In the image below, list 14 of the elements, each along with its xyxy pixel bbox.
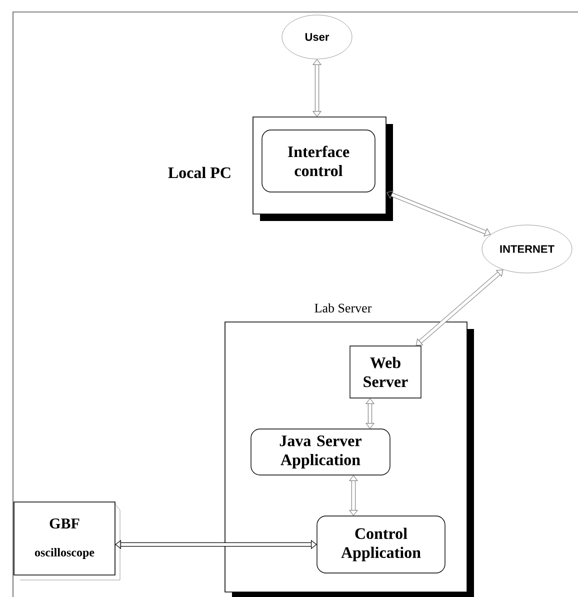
double-arrow <box>115 540 317 550</box>
device-box: GBF oscilloscope <box>14 502 120 580</box>
process-box: Control Application <box>316 516 446 574</box>
ellipse-node: INTERNET <box>482 224 572 274</box>
double-arrow <box>365 398 375 429</box>
process-box: Web Server <box>350 346 422 398</box>
process-box: Java Server Application <box>250 428 390 476</box>
node-label: Local PC <box>168 166 230 178</box>
node-label: Lab Server <box>314 303 372 312</box>
process-box: Interface control <box>262 130 376 192</box>
double-arrow <box>312 59 322 117</box>
ellipse-node: User <box>282 14 352 60</box>
double-arrow <box>416 270 504 346</box>
double-arrow <box>348 475 358 516</box>
